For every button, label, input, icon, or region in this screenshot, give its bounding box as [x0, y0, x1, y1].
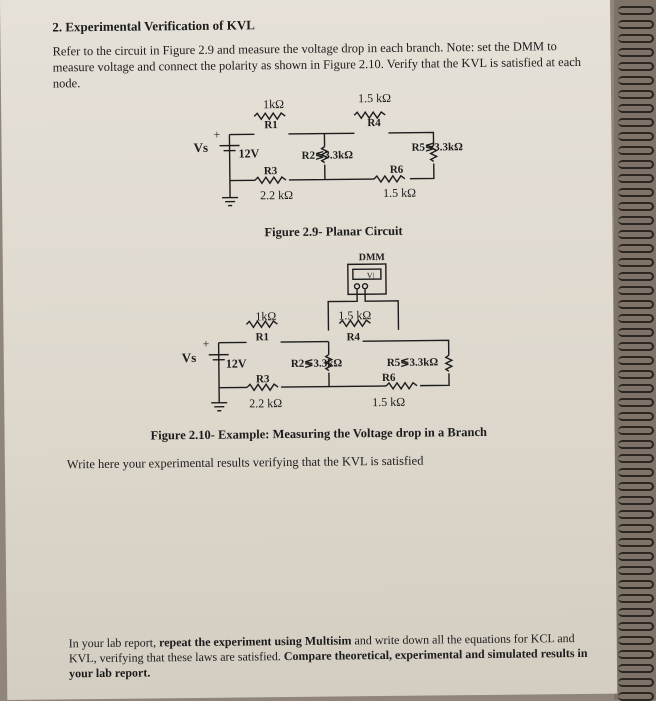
binding-coil: [618, 580, 654, 589]
binding-coil: [618, 636, 654, 645]
svg-text:R2≶3.3kΩ: R2≶3.3kΩ: [291, 357, 343, 370]
svg-text:1.5 kΩ: 1.5 kΩ: [358, 91, 391, 105]
ground-symbol: [222, 196, 239, 207]
binding-coil: [618, 426, 654, 435]
svg-text:R6: R6: [382, 372, 396, 384]
svg-text:2.2 kΩ: 2.2 kΩ: [260, 188, 293, 202]
binding-coil: [618, 552, 654, 561]
binding-coil: [618, 146, 654, 155]
binding-coil: [618, 510, 654, 519]
svg-text:R3: R3: [256, 373, 270, 385]
binding-coil: [618, 454, 654, 463]
binding-coil: [618, 412, 654, 421]
r2-resistor: [320, 146, 330, 164]
binding-coil: [618, 328, 654, 337]
binding-coil: [618, 398, 654, 407]
figure-2-9-caption: Figure 2.9- Planar Circuit: [264, 223, 403, 240]
binding-coil: [618, 622, 654, 631]
binding-coil: [618, 524, 654, 533]
binding-coil: [618, 62, 654, 71]
lab-report-instructions: In your lab report, repeat the experimen…: [68, 631, 588, 681]
svg-text:+: +: [213, 128, 220, 142]
svg-text:12V: 12V: [226, 356, 247, 370]
binding-coil: [618, 132, 654, 141]
svg-text:Vs: Vs: [182, 350, 197, 365]
binding-coil: [618, 496, 654, 505]
binding-coil: [618, 202, 654, 211]
voltage-source: [219, 144, 240, 152]
binding-coil: [618, 356, 654, 365]
svg-text:R3: R3: [264, 165, 278, 177]
svg-text:R2≶3.3kΩ: R2≶3.3kΩ: [302, 149, 354, 162]
svg-text:Vs: Vs: [193, 140, 208, 155]
svg-text:R5≶3.3kΩ: R5≶3.3kΩ: [412, 141, 464, 154]
svg-text:DMM: DMM: [359, 252, 386, 263]
binding-coil: [618, 230, 654, 239]
svg-text:2.2 kΩ: 2.2 kΩ: [249, 396, 282, 410]
binding-coil: [618, 160, 654, 169]
binding-coil: [618, 342, 654, 351]
r4-resistor: [353, 110, 386, 120]
r6-resistor: [373, 174, 406, 184]
binding-coil: [618, 104, 654, 113]
svg-text:+: +: [203, 337, 210, 351]
binding-coil: [618, 90, 654, 99]
binding-coil: [618, 650, 654, 659]
svg-text:R6: R6: [390, 164, 404, 176]
binding-coil: [618, 174, 654, 183]
spiral-binding: [614, 0, 656, 701]
binding-coil: [618, 272, 654, 281]
binding-coil: [618, 482, 654, 491]
svg-text:1.5 kΩ: 1.5 kΩ: [372, 395, 405, 409]
binding-coil: [618, 594, 654, 603]
r4-resistor-fig210: [338, 319, 371, 328]
binding-coil: [618, 608, 654, 617]
binding-coil: [618, 566, 654, 575]
svg-text:V|: V|: [367, 271, 374, 280]
binding-coil: [618, 34, 654, 43]
binding-coil: [618, 216, 654, 225]
svg-text:1.5 kΩ: 1.5 kΩ: [338, 308, 371, 322]
binding-coil: [618, 76, 654, 85]
r3-resistor: [254, 175, 287, 185]
binding-coil: [618, 300, 654, 309]
r1-resistor: [253, 111, 286, 121]
svg-text:R1: R1: [264, 119, 278, 131]
svg-text:1kΩ: 1kΩ: [255, 309, 276, 323]
svg-text:1.5 kΩ: 1.5 kΩ: [383, 186, 416, 200]
binding-coil: [618, 118, 654, 127]
r5-resistor: [429, 144, 439, 163]
binding-coil: [618, 258, 654, 267]
dmm-meter: [347, 263, 387, 296]
binding-coil: [618, 678, 654, 687]
svg-text:R1: R1: [255, 331, 269, 343]
binding-coil: [618, 20, 654, 29]
binding-coil: [618, 48, 654, 57]
binding-coil: [618, 244, 654, 253]
svg-text:R5≶3.3kΩ: R5≶3.3kΩ: [387, 356, 439, 369]
svg-text:12V: 12V: [239, 146, 260, 160]
binding-coil: [618, 286, 654, 295]
binding-coil: [618, 538, 654, 547]
binding-coil: [618, 6, 654, 15]
binding-coil: [618, 664, 654, 673]
svg-text:R4: R4: [367, 117, 381, 129]
document-page: 2. Experimental Verification of KVL Refe…: [0, 0, 618, 700]
svg-text:1kΩ: 1kΩ: [263, 97, 284, 111]
svg-text:R4: R4: [346, 331, 360, 343]
binding-coil: [618, 370, 654, 379]
binding-coil: [618, 440, 654, 449]
r1-resistor-fig210: [245, 319, 278, 329]
binding-coil: [618, 188, 654, 197]
binding-coil: [618, 384, 654, 393]
binding-coil: [618, 314, 654, 323]
figure-2-9-circuit: 1kΩ R1 1.5 kΩ R4 + Vs 12V R2≶3.3kΩ R5≶3.…: [182, 91, 464, 412]
binding-coil: [618, 468, 654, 477]
